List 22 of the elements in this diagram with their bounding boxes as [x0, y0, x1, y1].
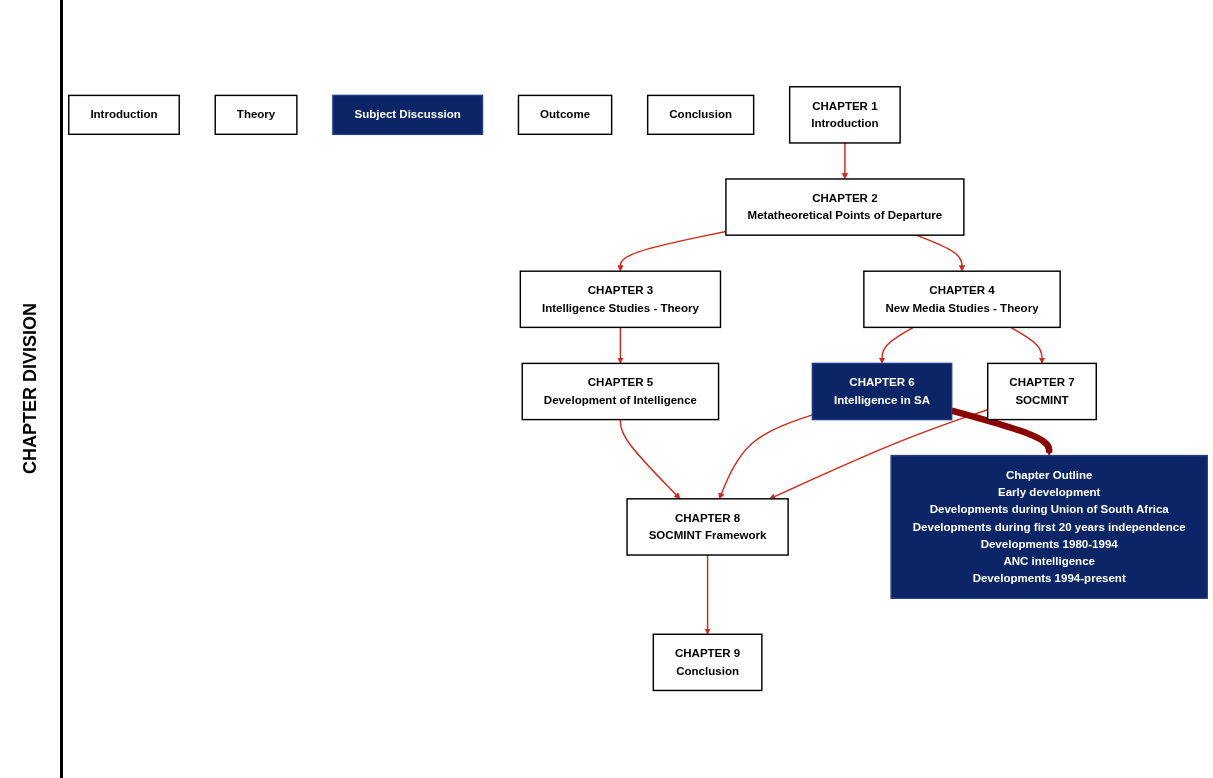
arrow [617, 327, 624, 365]
node-box: CHAPTER 7 SOCMINT [987, 363, 1097, 421]
node-box: CHAPTER 9 Conclusion [652, 633, 763, 692]
arrow [704, 554, 711, 635]
node-box: CHAPTER 6 Intelligence in SA [811, 363, 953, 421]
node-box: CHAPTER 4 New Media Studies - Theory [863, 270, 1061, 329]
arrow [619, 419, 681, 500]
node-box: Chapter Outline Early development Developments during Union of South Africa Developments during first 20 years independence Developments 1980-1994 ANC intelligence Developments 1994-present [890, 455, 1208, 600]
node-box: CHAPTER 1 Introduction [788, 86, 901, 145]
arrow [841, 142, 849, 180]
node-box: CHAPTER 5 Development of Intelligence [521, 363, 720, 421]
node-box: CHAPTER 8 SOCMINT Framework [626, 498, 789, 557]
node-box: Theory [214, 95, 298, 136]
node-box: Outcome [517, 95, 613, 136]
arrow [1010, 327, 1046, 365]
node-box: Subject Discussion [332, 95, 484, 136]
node-box: CHAPTER 3 Intelligence Studies - Theory [519, 270, 722, 329]
node-box: Conclusion [646, 95, 755, 136]
arrow [878, 327, 914, 365]
node-box: Introduction [68, 95, 180, 136]
node-box: CHAPTER 2 Metatheoretical Points of Departure [725, 178, 965, 237]
vertical-label: CHAPTER DIVISION [19, 303, 41, 475]
